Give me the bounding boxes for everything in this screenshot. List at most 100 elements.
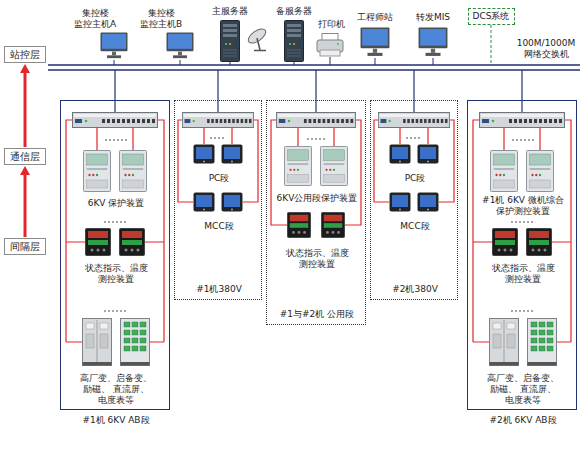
section-caption: #2机 6KV AB段: [468, 415, 578, 426]
equipment-cabinet: [490, 319, 519, 366]
section-caption: #2机380V: [373, 284, 457, 295]
uplink-wire: [217, 70, 218, 112]
device-label: MCC段: [373, 221, 457, 232]
drop-wire: [114, 60, 115, 65]
device-caption: 转发MIS: [411, 12, 455, 23]
system-box: DCS系统: [468, 8, 515, 25]
drop-wire: [433, 58, 434, 65]
ellipsis-dots: [104, 139, 127, 312]
drop-wire: [230, 62, 231, 65]
caption-text: 集控楼 监控主机B: [136, 8, 186, 30]
uplink-wire: [413, 70, 414, 112]
device-caption: 备服务器: [272, 6, 316, 17]
protection-relay: [526, 151, 553, 192]
ellipsis-dots: [511, 139, 534, 312]
network-switch: [182, 113, 253, 128]
layer-box: 间隔层: [4, 238, 46, 255]
status-meter: [86, 229, 111, 256]
caption-text: 集控楼 监控主机A: [70, 8, 120, 30]
protection-relay: [83, 151, 110, 192]
text-slot: 状态指示、温度 测控装置: [80, 263, 152, 285]
device-caption: 工程师站: [353, 12, 397, 23]
device-label: 状态指示、温度 测控装置: [281, 248, 353, 270]
group-panel: #2机380V PC段 MCC段: [370, 100, 458, 300]
panel-terminal: [194, 193, 215, 212]
equipment-cabinet: [528, 319, 557, 366]
drop-wire: [180, 60, 181, 65]
panel-terminal: [222, 193, 243, 212]
section-caption: #1机380V: [177, 284, 261, 295]
layer-box: 通信层: [4, 148, 46, 165]
ellipsis-dots: [406, 137, 420, 139]
device-label: PC段: [373, 173, 457, 184]
server-icon: [221, 21, 240, 62]
printer-icon: [317, 34, 343, 57]
ellipsis-dots: [307, 138, 325, 140]
group-panel: #1机 6KV AB段6KV 保护装置状态指示、温度 测控装置高厂变、启备变、励…: [60, 100, 170, 410]
drop-wire: [294, 62, 295, 65]
caption-text: 100M/1000M 网络交换机: [510, 38, 582, 60]
status-meter: [493, 229, 518, 256]
device-label: MCC段: [177, 221, 261, 232]
device-label: 状态指示、温度 测控装置: [80, 263, 152, 285]
box-label: 通信层: [10, 151, 40, 163]
text-slot: PC段: [177, 173, 261, 184]
arrow-shaft: [24, 72, 27, 147]
caption-text: 打印机: [313, 19, 349, 30]
network-bus: [48, 64, 580, 66]
text-slot: MCC段: [373, 221, 457, 232]
monitor-icon: [419, 28, 448, 56]
status-meter: [287, 212, 310, 237]
panel-terminal: [222, 145, 243, 164]
text-slot: #1机380V: [177, 284, 261, 295]
box-label: DCS系统: [473, 11, 510, 22]
group-panel: #2机 6KV AB段#1机 6KV 微机综合 保护测控装置状态指示、温度 测控…: [467, 100, 577, 410]
field-wiring: [374, 120, 454, 202]
arrow-head: [20, 64, 30, 73]
monitor-icon: [167, 32, 194, 58]
network-switch: [276, 113, 355, 128]
text-slot: 6KV 保护装置: [66, 198, 166, 209]
drop-wire: [375, 58, 376, 65]
text-slot: 状态指示、温度 测控装置: [281, 248, 353, 270]
status-meter: [120, 229, 145, 256]
caption-text: 主服务器: [208, 6, 252, 17]
protection-relay: [119, 151, 146, 192]
device-label: 6KV公用段保护装置: [269, 193, 365, 204]
drop-wire: [330, 57, 331, 65]
device-caption: 集控楼 监控主机B: [136, 8, 186, 30]
uplink-wire: [315, 70, 316, 112]
text-slot: MCC段: [177, 221, 261, 232]
text-slot: #1机 6KV AB段: [61, 415, 171, 426]
network-switch: [73, 113, 158, 128]
uplink-wire: [521, 70, 522, 112]
text-slot: #1机 6KV 微机综合 保护测控装置: [473, 195, 573, 217]
device-caption: 集控楼 监控主机A: [70, 8, 120, 30]
text-slot: 状态指示、温度 测控装置: [487, 263, 559, 285]
device-label: 6KV 保护装置: [66, 198, 166, 209]
device-label: 高厂变、启备变、励磁、 直流屏、电度表等: [475, 373, 572, 406]
device-label: PC段: [177, 173, 261, 184]
field-wiring: [271, 120, 361, 225]
text-slot: 高厂变、启备变、励磁、 直流屏、电度表等: [68, 373, 165, 406]
text-slot: #2机 6KV AB段: [468, 415, 578, 426]
field-wiring: [473, 120, 571, 342]
box-label: 站控层: [10, 49, 40, 61]
text-slot: 高厂变、启备变、励磁、 直流屏、电度表等: [475, 373, 572, 406]
text-slot: 6KV公用段保护装置: [269, 193, 365, 204]
dcs-link: [491, 25, 492, 65]
device-caption: 100M/1000M 网络交换机: [510, 38, 582, 60]
caption-text: 工程师站: [353, 12, 397, 23]
device-caption: 打印机: [313, 19, 349, 30]
layer-box: 站控层: [4, 46, 46, 63]
status-meter: [321, 212, 344, 237]
caption-text: 转发MIS: [411, 12, 455, 23]
protection-relay: [284, 146, 311, 185]
arrow-shaft: [24, 174, 27, 237]
ellipsis-dots: [210, 137, 224, 139]
network-switch: [480, 113, 565, 128]
network-bus: [48, 69, 580, 71]
section-caption: #1机 6KV AB段: [61, 415, 171, 426]
caption-text: 备服务器: [272, 6, 316, 17]
uplink-wire: [114, 70, 115, 112]
